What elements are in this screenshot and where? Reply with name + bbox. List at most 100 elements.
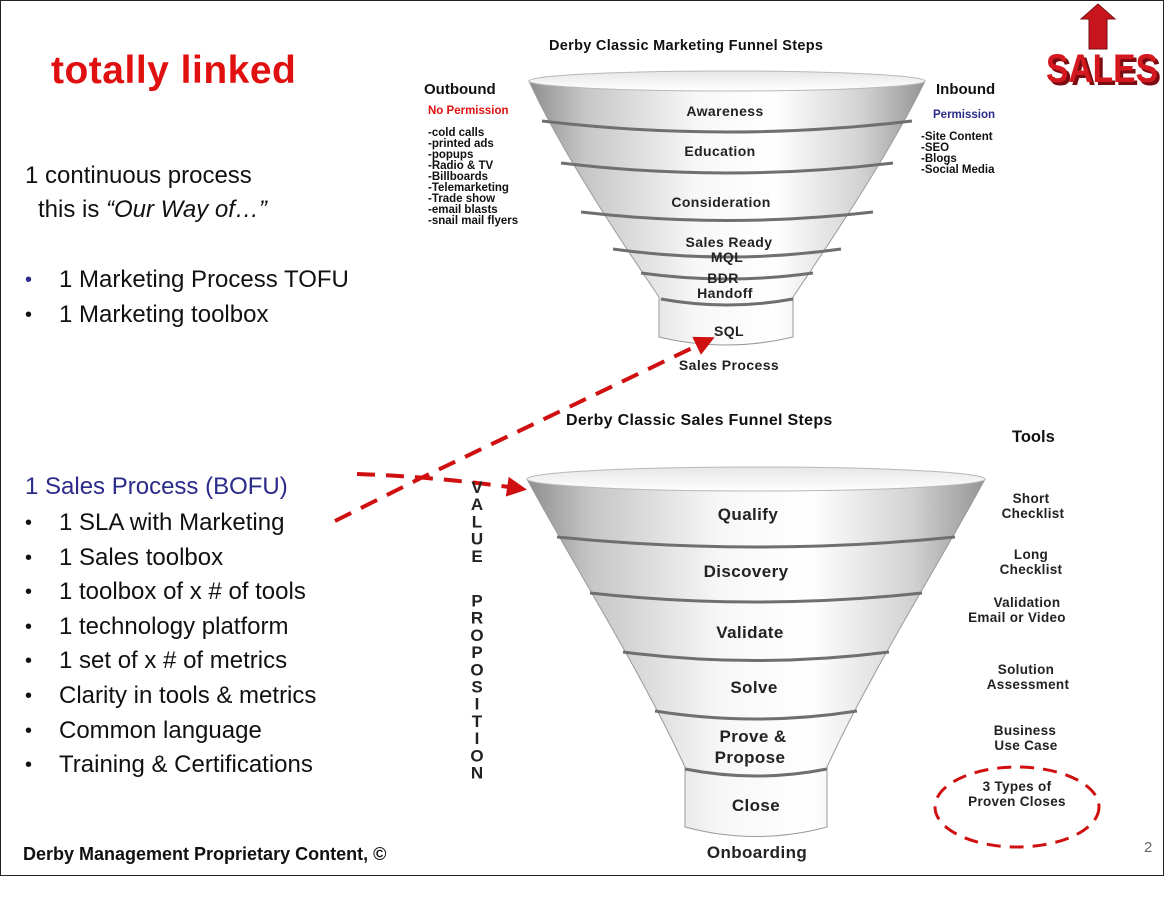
sales-funnel-title: Derby Classic Sales Funnel Steps (566, 412, 833, 429)
sales-bullet: Common language (23, 714, 316, 749)
marketing-stage-handoff: Handoff (697, 285, 753, 301)
inbound-list: -Site Content -SEO -Blogs -Social Media (921, 131, 995, 176)
marketing-stage-consideration: Consideration (671, 194, 770, 210)
tool-label: Solution (998, 662, 1054, 677)
sales-bullet: Training & Certifications (23, 748, 316, 783)
sales-stage-prove: Prove & (719, 727, 786, 746)
marketing-stage-sql: SQL (714, 323, 744, 339)
marketing-stage-sales-ready: Sales Ready (686, 234, 773, 250)
outbound-label: Outbound (424, 81, 496, 98)
page-number: 2 (1144, 839, 1153, 856)
sales-bottom-label: Onboarding (707, 843, 807, 862)
inbound-item: -Site Content (921, 131, 993, 143)
tools-label: Tools (1012, 428, 1055, 446)
value-proposition-letter: L (472, 512, 482, 531)
slide: totally linked 1 continuous process this… (0, 0, 1164, 876)
sales-bullet: 1 Sales toolbox (23, 541, 316, 576)
process-line-2-prefix: this is (38, 196, 107, 223)
footer-copyright: Derby Management Proprietary Content, © (23, 844, 387, 864)
sales-stage-qualify: Qualify (718, 505, 779, 524)
value-proposition-letter: P (471, 643, 482, 662)
tool-label: Email or Video (968, 610, 1066, 625)
outbound-item: -Telemarketing (428, 182, 509, 194)
sales-stage-solve: Solve (730, 678, 777, 697)
inbound-item: -Blogs (921, 153, 957, 165)
marketing-funnel (528, 70, 926, 346)
outbound-item: -Billboards (428, 171, 489, 183)
no-permission-label: No Permission (428, 105, 509, 117)
sales-bullet: 1 set of x # of metrics (23, 644, 316, 679)
marketing-stage-education: Education (684, 143, 755, 159)
value-proposition-letter: O (470, 660, 483, 679)
tool-label: Use Case (994, 738, 1057, 753)
outbound-item: -cold calls (428, 127, 485, 139)
sales-bullet-list: 1 SLA with Marketing 1 Sales toolbox 1 t… (23, 506, 316, 783)
value-proposition-letter: O (470, 746, 483, 765)
value-proposition-letter: P (471, 592, 482, 611)
arrow-to-sales-funnel (356, 472, 527, 497)
inbound-item: -SEO (921, 142, 950, 154)
closes-highlight-ellipse (933, 765, 1101, 849)
value-proposition-letter: S (471, 678, 482, 697)
sales-bullet: Clarity in tools & metrics (23, 679, 316, 714)
inbound-item: -Social Media (921, 164, 995, 176)
marketing-stage-awareness: Awareness (686, 103, 763, 119)
funnel-graphic: SALES SALES Awareness Education Consider… (334, 3, 1161, 862)
value-proposition-letter: U (471, 530, 483, 549)
tool-label: Long (1014, 547, 1048, 562)
sales-bullet: 1 toolbox of x # of tools (23, 575, 316, 610)
tool-label: Checklist (1000, 562, 1063, 577)
sales-bullet: 1 SLA with Marketing (23, 506, 316, 541)
outbound-item: -printed ads (428, 138, 494, 150)
sales-logo: SALES SALES (1046, 3, 1161, 94)
headline: totally linked (51, 49, 297, 92)
marketing-bottom-label: Sales Process (679, 357, 779, 373)
marketing-stage-mql: MQL (711, 249, 743, 265)
outbound-item: -popups (428, 149, 474, 161)
sales-stage-close: Close (732, 796, 780, 815)
marketing-bullet: 1 Marketing toolbox (23, 298, 349, 333)
logo-text-shadow: SALES (1049, 50, 1161, 94)
tool-label: 3 Types of (983, 779, 1052, 794)
outbound-list: -cold calls -printed ads -popups -Radio … (428, 127, 519, 227)
value-proposition-letter: A (471, 495, 483, 514)
process-line-1: 1 continuous process (25, 162, 252, 189)
value-proposition-letter: N (471, 764, 483, 783)
outbound-item: -email blasts (428, 204, 498, 216)
sales-stage-discovery: Discovery (704, 562, 789, 581)
marketing-bullet: 1 Marketing Process TOFU (23, 263, 349, 298)
sales-bullet: 1 technology platform (23, 610, 316, 645)
permission-label: Permission (933, 109, 995, 121)
inbound-label: Inbound (936, 81, 996, 98)
tool-label: Business (994, 723, 1056, 738)
outbound-item: -Radio & TV (428, 160, 494, 172)
sales-process-heading: 1 Sales Process (BOFU) (25, 473, 288, 500)
value-proposition-letter: V (471, 478, 483, 497)
marketing-stage-bdr: BDR (707, 270, 739, 286)
tool-label: Checklist (1002, 506, 1065, 521)
tool-label: Validation (994, 595, 1061, 610)
value-proposition-letter: R (471, 609, 483, 628)
sales-funnel (526, 466, 986, 837)
outbound-item: -Trade show (428, 193, 496, 205)
marketing-bullet-list: 1 Marketing Process TOFU 1 Marketing too… (23, 263, 349, 332)
marketing-funnel-title: Derby Classic Marketing Funnel Steps (549, 38, 824, 54)
tool-label: Proven Closes (968, 794, 1066, 809)
svg-text:SALES: SALES (1046, 47, 1158, 91)
value-proposition-letter: T (472, 712, 483, 731)
outbound-item: -snail mail flyers (428, 215, 519, 227)
process-line-2-italic: “Our Way of…” (106, 196, 267, 223)
svg-text:SALES: SALES (1049, 50, 1161, 94)
process-line-2: this is “Our Way of…” (38, 196, 267, 224)
value-proposition-letter: O (470, 626, 483, 645)
sales-stage-validate: Validate (716, 623, 783, 642)
tool-label: Short (1013, 491, 1050, 506)
sales-stage-propose: Propose (715, 748, 786, 767)
value-proposition-letter: I (475, 695, 480, 714)
up-arrow-icon (1079, 3, 1117, 50)
value-proposition-letter: I (475, 729, 480, 748)
value-proposition-letter: E (471, 547, 482, 566)
tool-label: Assessment (987, 677, 1070, 692)
logo-text: SALES (1046, 47, 1158, 91)
